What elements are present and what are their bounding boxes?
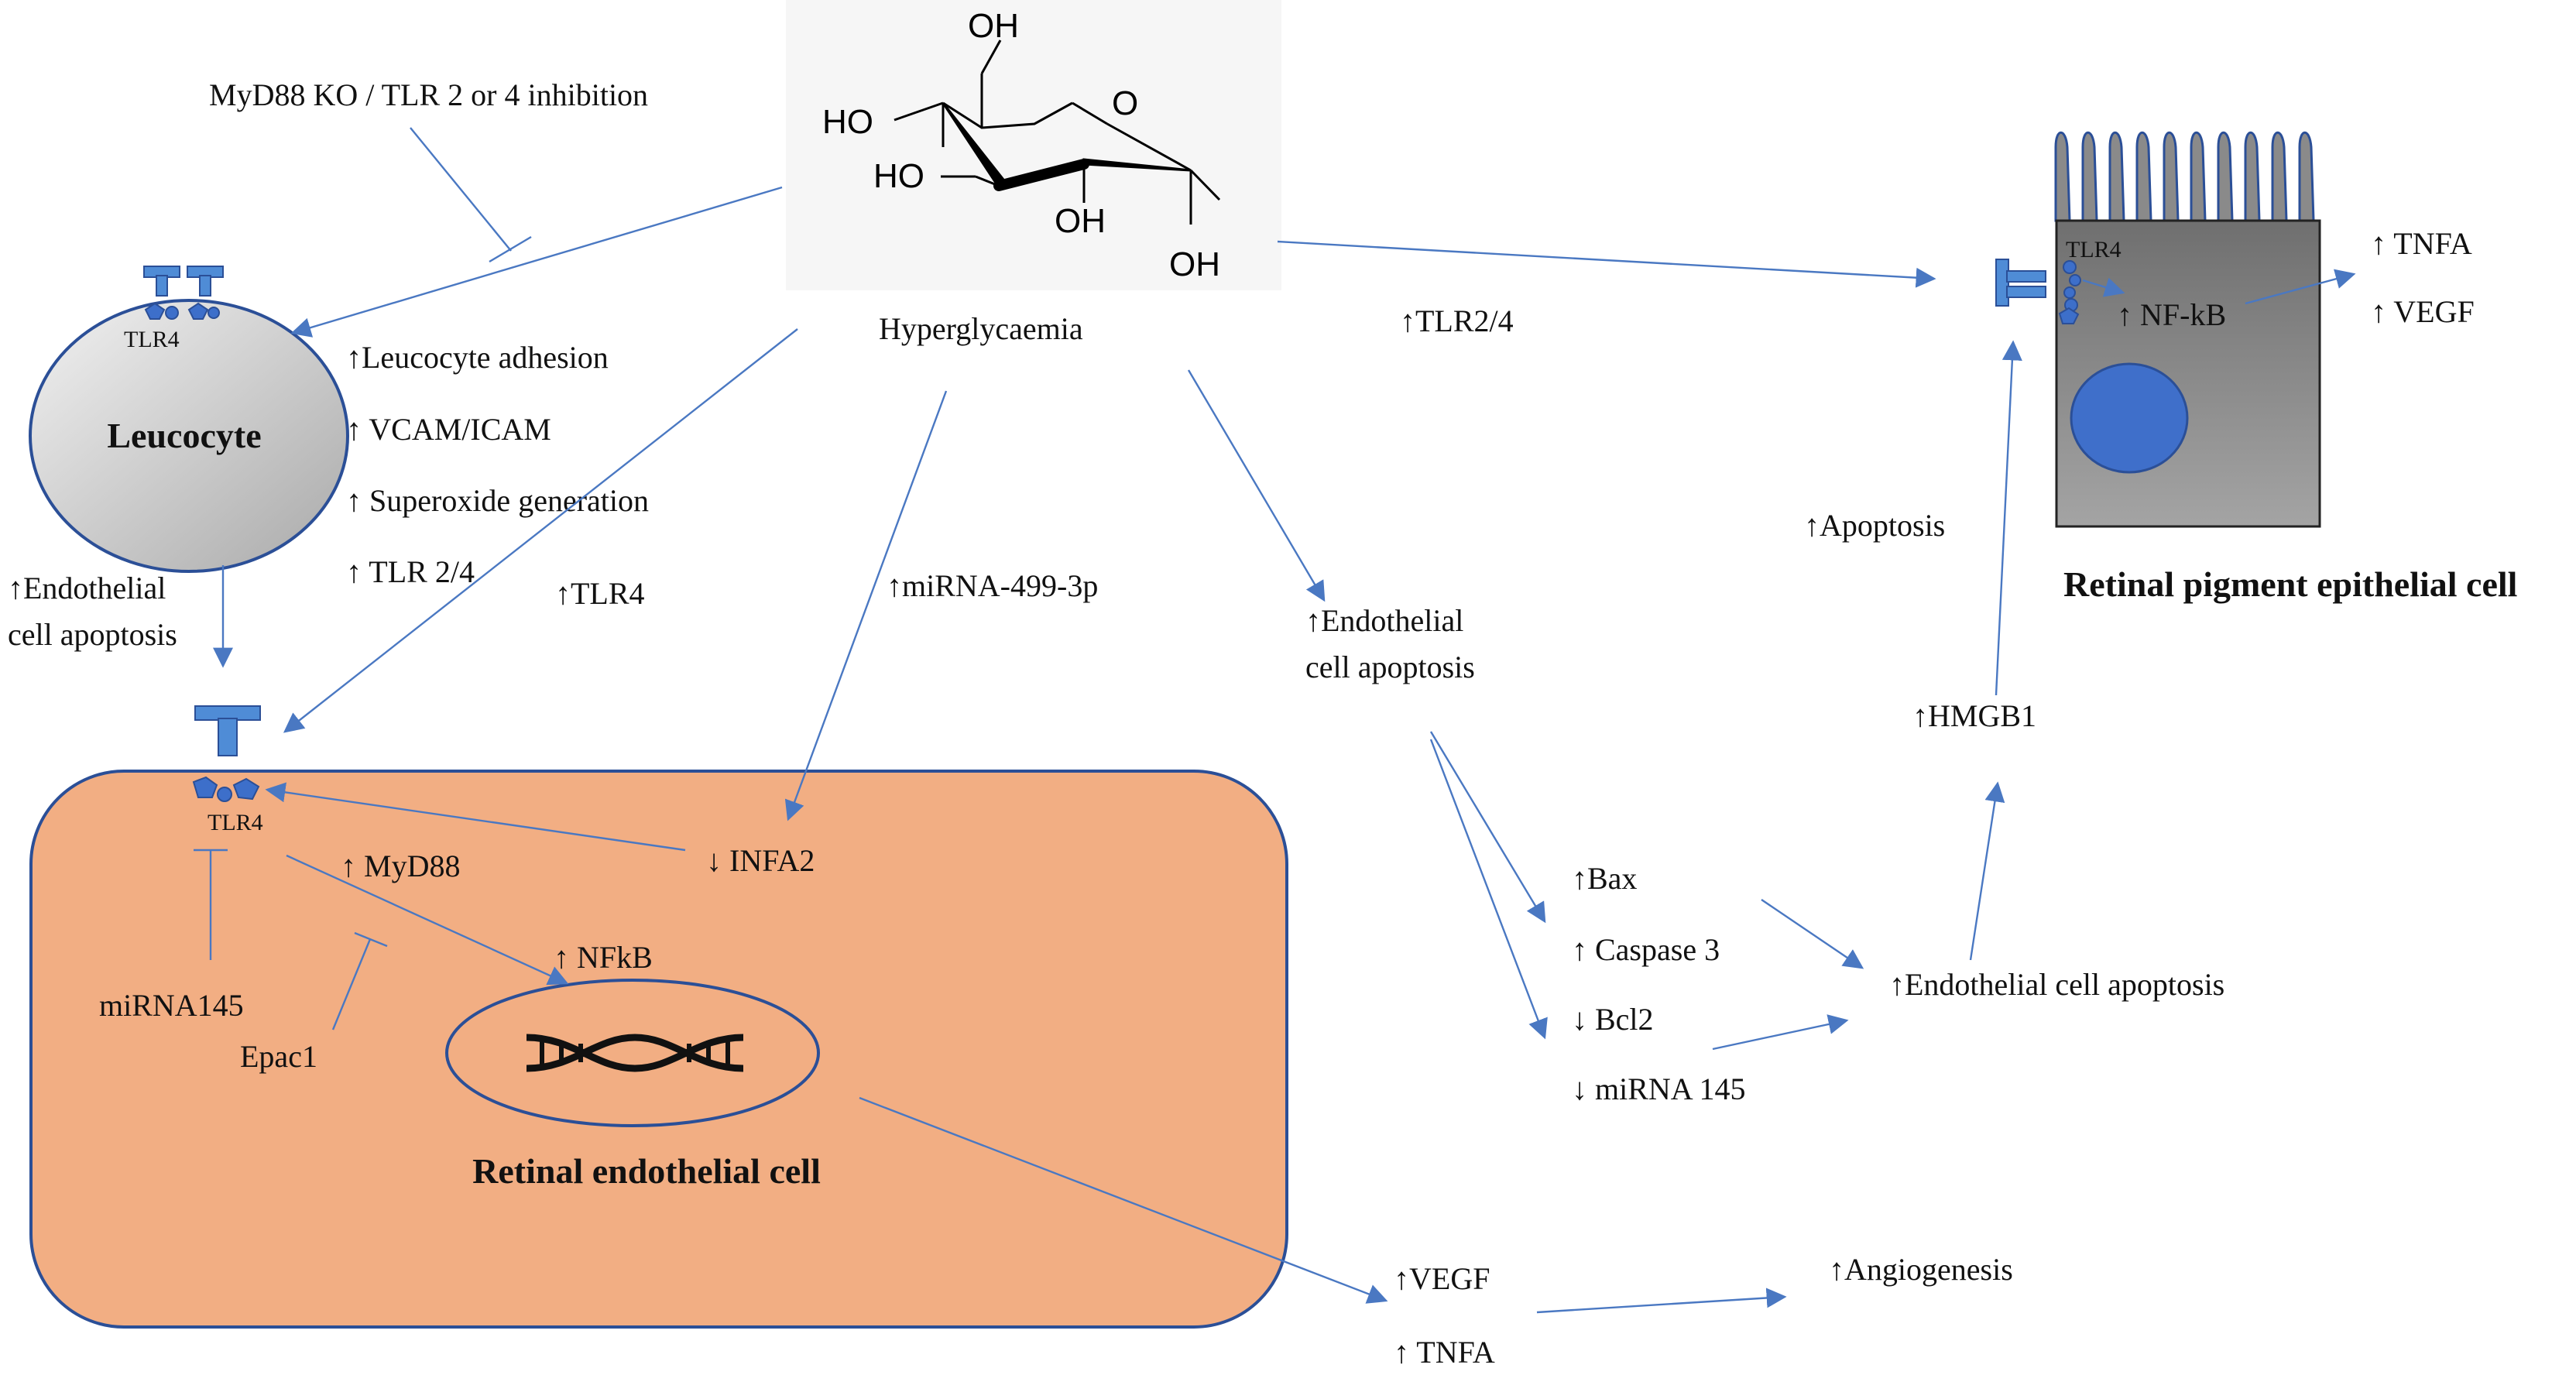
endothelial-apoptosis-mid-line1: ↑Endothelial: [1305, 603, 1463, 638]
nfkb-rpe-label: ↑ NF-kB: [2117, 297, 2226, 332]
connectors: [194, 127, 2356, 1314]
leucocyte-label: Leucocyte: [107, 416, 261, 455]
vegf-bottom-label: ↑VEGF: [1394, 1261, 1490, 1296]
leucocyte-effect-1: ↑Leucocyte adhesion: [346, 340, 609, 375]
glucose-ho-left: HO: [822, 103, 873, 141]
glucose-oh-bottom: OH: [1055, 202, 1106, 240]
tnfa-rpe-label: ↑ TNFA: [2371, 226, 2472, 261]
tlr4-leucocyte-label: TLR4: [124, 327, 180, 352]
dna-icon: [526, 1034, 744, 1072]
hmgb1-label: ↑HMGB1: [1912, 698, 2036, 733]
leucocyte-effect-3: ↑ Superoxide generation: [346, 483, 649, 518]
tlr4-complex-icon: [192, 776, 260, 802]
retinal-endothelial-cell-label: Retinal endothelial cell: [472, 1151, 821, 1191]
endothelial-apoptosis-left-line2: cell apoptosis: [8, 617, 177, 652]
myd88-label: ↑ MyD88: [341, 849, 460, 883]
infa2-label: ↓ INFA2: [706, 843, 815, 878]
hyperglycaemia-label: Hyperglycaemia: [879, 311, 1083, 346]
mirna145-down-label: ↓ miRNA 145: [1572, 1072, 1745, 1106]
tlr-receptor-icon: [143, 266, 224, 297]
glucose-oh-right: OH: [1169, 245, 1220, 283]
glucose-ho-mid: HO: [873, 157, 924, 195]
mirna145-label: miRNA145: [99, 988, 244, 1023]
leucocyte-cell-body: [29, 299, 349, 573]
bax-label: ↑Bax: [1572, 861, 1637, 896]
tlr24-top-label: ↑TLR2/4: [1400, 303, 1514, 338]
bcl2-label: ↓ Bcl2: [1572, 1002, 1654, 1037]
tlr4-complex-icon: [144, 302, 220, 320]
rpe-cell-label: Retinal pigment epithelial cell: [2063, 564, 2517, 604]
mirna499-label: ↑miRNA-499-3p: [887, 568, 1098, 603]
tlr-receptor-icon: [1995, 259, 2046, 307]
caspase3-label: ↑ Caspase 3: [1572, 932, 1720, 967]
leucocyte-effect-4: ↑ TLR 2/4: [346, 554, 475, 589]
endothelial-apoptosis-right-label: ↑Endothelial cell apoptosis: [1889, 967, 2224, 1002]
glucose-oh-top: OH: [968, 7, 1019, 45]
tlr4-mid-label: ↑TLR4: [555, 576, 645, 611]
endothelial-apoptosis-mid-line2: cell apoptosis: [1305, 650, 1475, 684]
retinal-endothelial-cell-body: [29, 770, 1288, 1329]
endothelial-nucleus: [445, 979, 820, 1127]
glucose-structure-background: [786, 0, 1281, 290]
tlr4-rpe-label: TLR4: [2066, 237, 2122, 262]
glucose-molecule-icon: [894, 39, 1221, 225]
vegf-rpe-label: ↑ VEGF: [2371, 294, 2475, 329]
tlr4-endothelial-label: TLR4: [208, 810, 263, 835]
endothelial-apoptosis-left-line1: ↑Endothelial: [8, 571, 166, 605]
leucocyte-effect-2: ↑ VCAM/ICAM: [346, 412, 551, 447]
tnfa-bottom-label: ↑ TNFA: [1394, 1335, 1495, 1370]
glucose-ring-oxygen: O: [1112, 84, 1138, 122]
angiogenesis-label: ↑Angiogenesis: [1829, 1252, 2013, 1287]
rpe-nucleus: [2070, 362, 2189, 474]
apoptosis-label: ↑Apoptosis: [1804, 508, 1945, 543]
epac1-label: Epac1: [240, 1039, 317, 1074]
myd88-inhibition-label: MyD88 KO / TLR 2 or 4 inhibition: [209, 77, 648, 112]
tlr-receptor-icon: [194, 705, 261, 756]
tlr4-complex-icon: [2058, 260, 2081, 324]
nfkb-endothelial-label: ↑ NFkB: [554, 940, 653, 975]
